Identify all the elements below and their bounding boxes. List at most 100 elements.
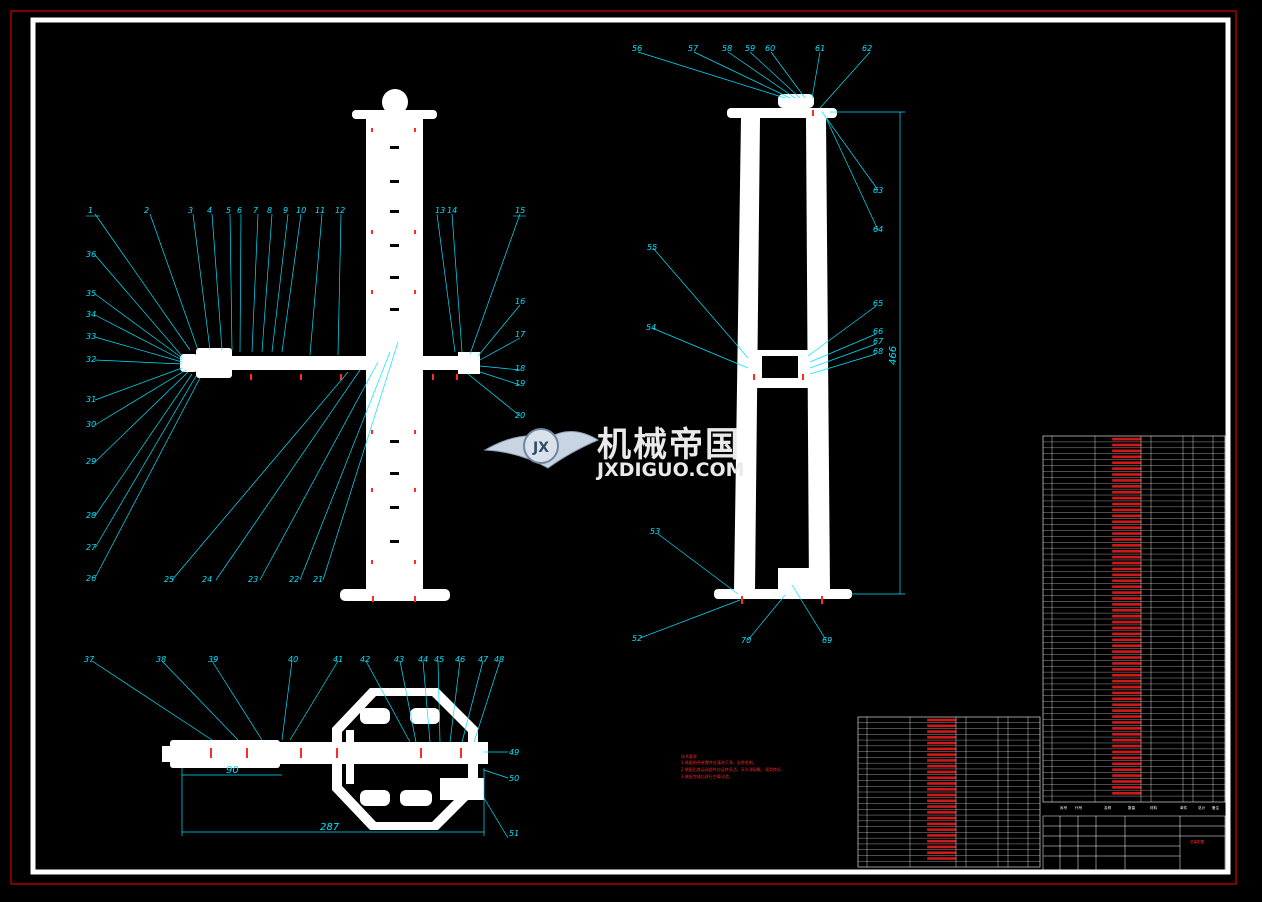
callout-label-32: 32: [86, 355, 96, 364]
callout-label-6: 6: [237, 206, 242, 215]
top-view-gripper: [170, 740, 280, 768]
bom-entry-mark: [1112, 791, 1142, 795]
bom-entry-mark: [1112, 490, 1142, 494]
bom-entry-mark: [1112, 526, 1142, 529]
outer-border: [10, 10, 1237, 885]
bom-entry-mark: [1112, 638, 1142, 642]
front-view-leaders: [94, 213, 521, 581]
arm-red-marks: [250, 374, 458, 380]
callout-label-17: 17: [515, 330, 526, 339]
callout-label-36: 36: [86, 250, 96, 259]
bom-entry-mark: [1112, 573, 1142, 577]
callout-label-45: 45: [434, 655, 444, 664]
notes-heading: 技术要求: [681, 753, 697, 759]
technical-notes: 技术要求 1.装配前所有零件应清洗干净，去除毛刺。 2.装配后各运动部件应运转灵…: [681, 753, 785, 779]
callout-label-60: 60: [765, 44, 775, 53]
title-block: [1042, 815, 1226, 871]
side-height-dim-text: 466: [888, 346, 899, 365]
bom-entry-mark: [927, 724, 957, 728]
bom-entry-mark: [1112, 756, 1142, 760]
callout-label-69: 69: [822, 636, 832, 645]
bom-entry-mark: [1112, 632, 1142, 636]
bom-entry-mark: [1112, 520, 1142, 524]
bom-entry-mark: [1112, 496, 1142, 500]
bom-entry-mark: [1112, 455, 1142, 459]
bom-entry-mark: [927, 811, 957, 814]
bom-entry-mark: [1112, 727, 1142, 730]
callout-label-55: 55: [647, 243, 657, 252]
callout-label-58: 58: [722, 44, 732, 53]
bom-entry-mark: [927, 759, 957, 762]
callout-label-67: 67: [873, 337, 884, 346]
callout-label-53: 53: [650, 527, 660, 536]
callout-label-27: 27: [86, 543, 97, 552]
callout-label-25: 25: [164, 575, 174, 584]
top-view-dimensions: [181, 768, 485, 836]
bom-entry-mark: [927, 770, 957, 774]
bom-entry-mark: [1112, 744, 1142, 748]
callout-label-41: 41: [333, 655, 343, 664]
callout-label-19: 19: [515, 379, 525, 388]
bom-entry-mark: [927, 741, 957, 745]
callout-label-29: 29: [86, 457, 96, 466]
bom-entry-mark: [1112, 697, 1142, 701]
bom-header-cell: 序号: [1060, 805, 1068, 810]
bom-entry-mark: [1112, 473, 1142, 476]
bom-entry-mark: [1112, 762, 1142, 766]
side-view-leaders: [637, 51, 879, 641]
bom-entry-mark: [1112, 715, 1142, 718]
bom-entry-mark: [927, 764, 957, 768]
notes-line-2: 2.装配后各运动部件应运转灵活，无卡滞现象，润滑良好。: [681, 766, 785, 772]
callout-label-68: 68: [873, 347, 883, 356]
bom-entry-mark: [1112, 679, 1142, 683]
bom-entry-mark: [927, 793, 957, 797]
side-base-plate: [714, 589, 852, 599]
bom-entry-mark: [1112, 479, 1142, 482]
bom-entry-mark: [1112, 656, 1142, 659]
watermark-logo: JX 机械帝国 JXDIGUO.COM: [483, 425, 745, 481]
callout-label-39: 39: [208, 655, 218, 664]
bom-entry-mark: [1112, 667, 1142, 671]
top-view-gripper-tip: [162, 746, 172, 762]
bom-entry-mark: [927, 834, 957, 837]
callout-label-16: 16: [515, 297, 525, 306]
arm-carriage: [376, 340, 416, 385]
callout-label-1: 1: [88, 206, 93, 215]
bom-entry-mark: [1112, 549, 1142, 553]
bom-entry-mark: [1112, 532, 1142, 535]
callout-label-24: 24: [202, 575, 212, 584]
bom-entry-mark: [927, 736, 957, 739]
bom-entry-mark: [927, 799, 957, 803]
bom-entry-mark: [1112, 644, 1142, 648]
top-view-inner-features: [346, 708, 484, 806]
bom-entry-mark: [927, 753, 957, 756]
bom-header-cell: 代号: [1075, 805, 1083, 810]
bom-entry-mark: [927, 828, 957, 831]
bom-entry-mark: [1112, 449, 1142, 453]
callout-label-34: 34: [86, 310, 96, 319]
callout-label-50: 50: [509, 774, 519, 783]
callout-label-23: 23: [248, 575, 258, 584]
bom-entry-mark: [1112, 561, 1142, 565]
bom-entry-mark: [1112, 614, 1142, 618]
bom-entry-mark: [927, 822, 957, 826]
top-view-leaders: [91, 660, 509, 839]
callout-label-4: 4: [207, 206, 212, 215]
bom-entry-mark: [1112, 732, 1142, 736]
top-dim-overall-text: 287: [320, 822, 340, 833]
callout-label-21: 21: [313, 575, 323, 584]
bom-entry-mark: [1112, 650, 1142, 653]
bom-entry-mark: [927, 845, 957, 849]
callout-label-28: 28: [86, 511, 96, 520]
callout-label-70: 70: [741, 636, 751, 645]
bom-entry-mark: [1112, 437, 1142, 441]
